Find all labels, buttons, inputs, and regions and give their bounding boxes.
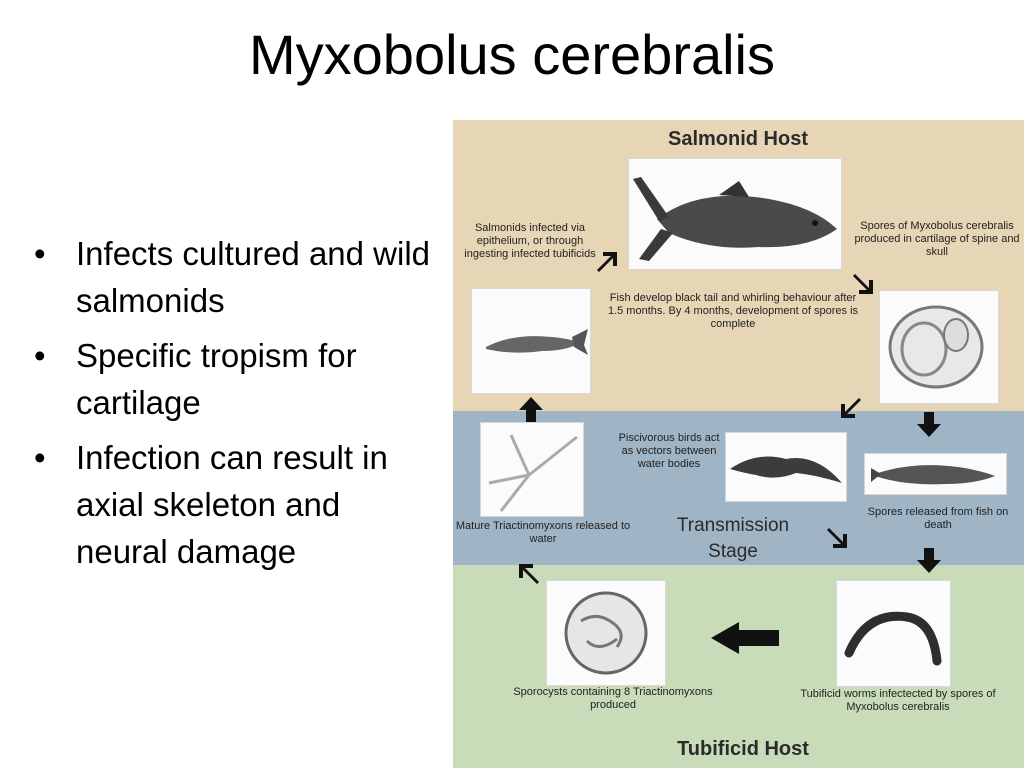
arrow-up-icon (519, 397, 543, 422)
arrow-down-left-icon (841, 398, 861, 418)
spore-image (879, 290, 999, 404)
label-mature-triactinomyxons: Mature Triactinomyxons released to water (455, 520, 631, 545)
bullet-item: Specific tropism for cartilage (30, 332, 440, 426)
spore-icon (888, 305, 984, 389)
life-cycle-diagram: Salmonid Host Transmission Stage Tubific… (453, 120, 1024, 768)
bird-image (725, 432, 847, 502)
salmonid-host-heading: Salmonid Host (667, 128, 808, 150)
transmission-stage-heading: Transmission Stage (676, 515, 790, 562)
sporocyst-image (546, 580, 666, 686)
arrow-up-right-icon (597, 252, 617, 272)
sporocyst-icon (564, 591, 648, 675)
label-spores-cartilage: Spores of Myxobolus cerebralis produced … (854, 220, 1020, 258)
label-black-tail: Fish develop black tail and whirling beh… (607, 292, 859, 330)
arrow-left-icon (711, 622, 779, 654)
triactinomyxon-icon (488, 434, 578, 512)
arrow-up-left-icon (519, 564, 539, 584)
bird-icon (730, 456, 842, 483)
bullet-item: Infects cultured and wild salmonids (30, 230, 440, 324)
salmon-image (628, 158, 842, 270)
label-spores-released: Spores released from fish on death (867, 506, 1009, 531)
slide-title: Myxobolus cerebralis (249, 23, 775, 86)
salmon-icon (633, 177, 837, 261)
juvenile-fish-icon (486, 329, 588, 355)
label-sporocysts: Sporocysts containing 8 Triactinomyxons … (513, 686, 713, 711)
label-tubificid-worms: Tubificid worms infectected by spores of… (800, 688, 996, 713)
dead-fish-icon (871, 465, 995, 485)
triactinomyxon-image (480, 422, 584, 517)
label-piscivorous: Piscivorous birds act as vectors between… (618, 432, 720, 470)
arrow-down-icon (917, 412, 941, 437)
arrow-down-right-icon (827, 528, 847, 548)
tubificid-worm-image (836, 580, 951, 687)
worm-icon (844, 611, 942, 666)
label-salmonids-infected: Salmonids infected via epithelium, or th… (464, 222, 596, 260)
dead-fish-image (864, 453, 1007, 495)
tubificid-host-heading: Tubificid Host (677, 738, 809, 760)
juvenile-fish-image (471, 288, 591, 394)
arrow-down-right-icon (853, 274, 873, 294)
arrow-down-icon (917, 548, 941, 573)
bullet-list: Infects cultured and wild salmonids Spec… (30, 230, 440, 583)
bullet-item: Infection can result in axial skeleton a… (30, 434, 440, 575)
